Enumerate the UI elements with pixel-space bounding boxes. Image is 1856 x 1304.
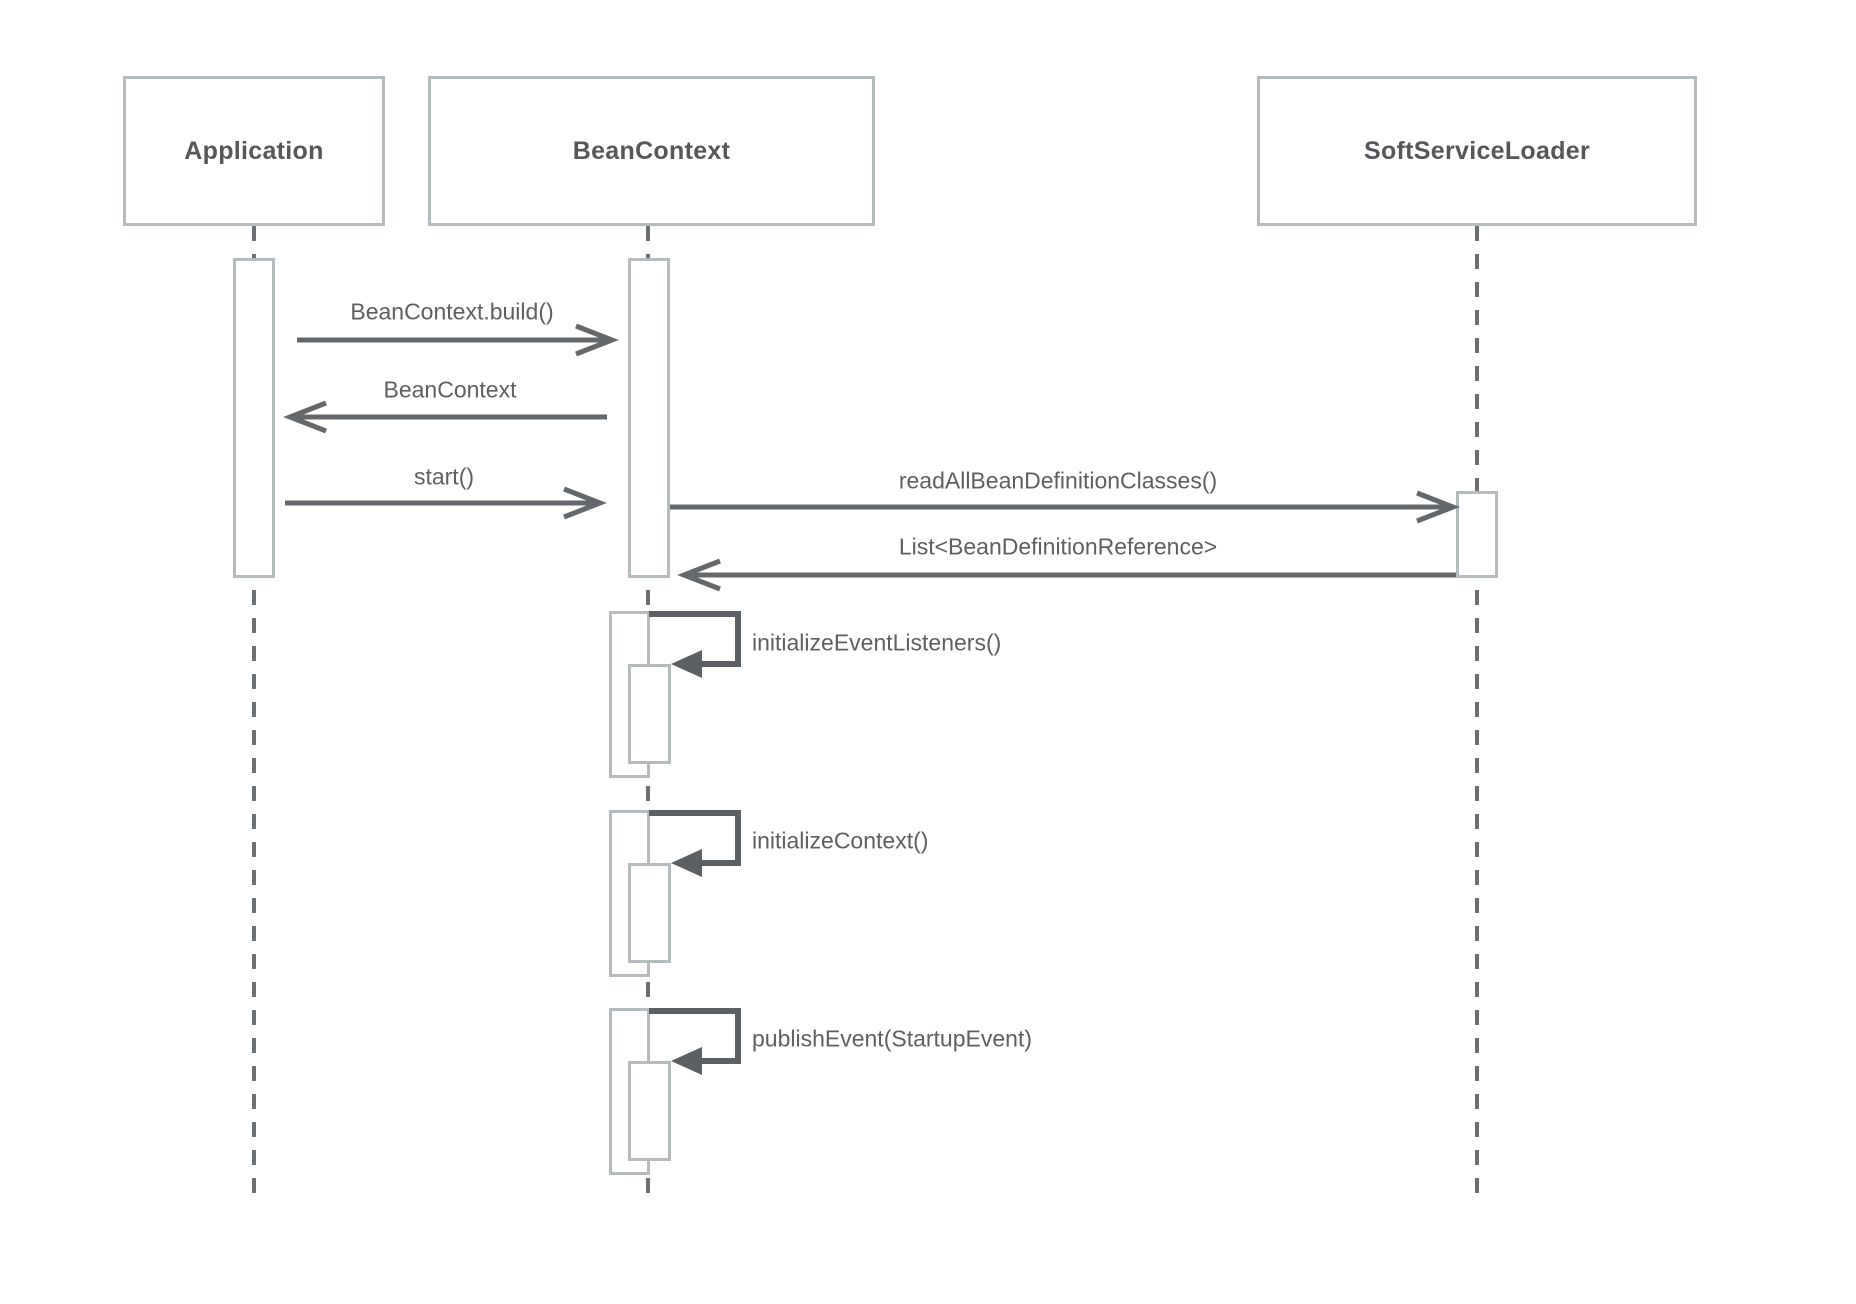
message-arrow-start (285, 486, 607, 520)
actor-title-beancontext: BeanContext (572, 136, 731, 165)
nested-activation-bar-2 (628, 863, 671, 963)
message-label-beancontext-build: BeanContext.build() (350, 298, 554, 325)
message-label-start: start() (413, 463, 475, 490)
actor-box-beancontext: BeanContext (428, 76, 875, 226)
message-label-initialize-event-listeners: initializeEventListeners() (752, 629, 1002, 656)
self-call-loop-publish-event (649, 1008, 741, 1075)
self-call-loop-initialize-event-listeners (649, 611, 741, 678)
arrowhead-left-icon (283, 400, 327, 434)
nested-activation-bar-3 (628, 1061, 671, 1161)
activation-bar-beancontext (628, 258, 670, 578)
arrowhead-right-icon (563, 486, 607, 520)
arrowhead-right-icon (1416, 490, 1460, 524)
message-arrow-return-list (677, 558, 1456, 592)
arrowhead-left-filled-icon (671, 1047, 702, 1075)
message-label-return-list: List<BeanDefinitionReference> (898, 533, 1218, 560)
message-label-initialize-context: initializeContext() (752, 827, 929, 854)
message-arrow-return-beancontext (283, 400, 607, 434)
message-arrow-read-all-bean-definition-classes (670, 490, 1460, 524)
self-call-loop-initialize-context (649, 810, 741, 877)
arrowhead-left-filled-icon (671, 849, 702, 877)
activation-bar-softserviceloader (1456, 491, 1498, 578)
message-arrow-beancontext-build (297, 323, 619, 357)
actor-title-application: Application (184, 136, 324, 165)
arrowhead-left-icon (677, 558, 721, 592)
arrowhead-right-icon (575, 323, 619, 357)
actor-box-application: Application (123, 76, 385, 226)
message-label-read-all-bean-definition-classes: readAllBeanDefinitionClasses() (898, 467, 1218, 494)
activation-bar-application (233, 258, 275, 578)
nested-activation-bar-1 (628, 664, 671, 764)
message-label-publish-event: publishEvent(StartupEvent) (752, 1025, 1032, 1052)
message-label-return-beancontext: BeanContext (383, 376, 517, 403)
actor-title-softserviceloader: SoftServiceLoader (1363, 136, 1590, 165)
actor-box-softserviceloader: SoftServiceLoader (1257, 76, 1697, 226)
arrowhead-left-filled-icon (671, 650, 702, 678)
